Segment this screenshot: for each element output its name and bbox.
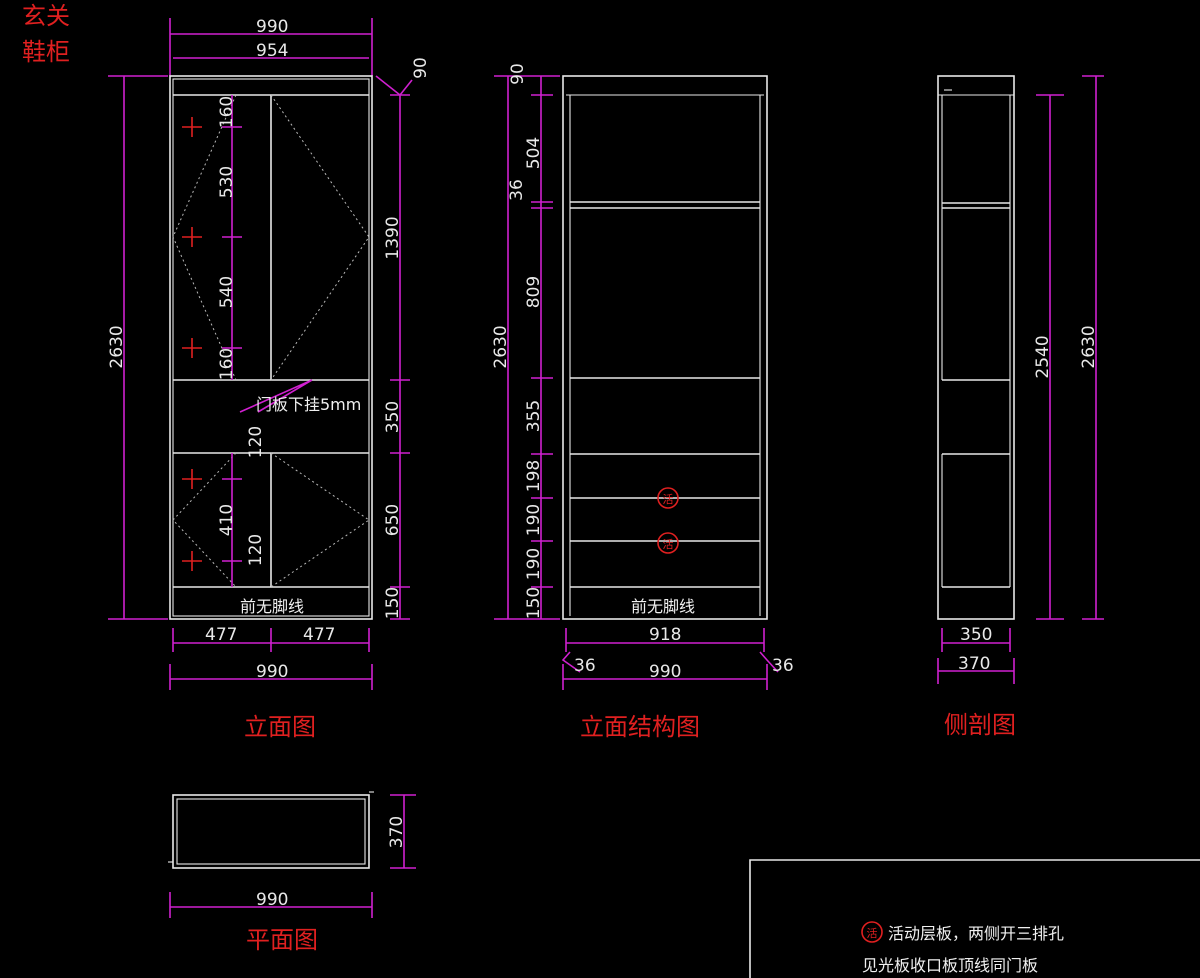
view-label-section: 侧剖图 (944, 711, 1016, 739)
view-label-elevation: 立面图 (244, 713, 316, 741)
dim-hinge-d: 160 (217, 348, 237, 380)
section-depth-inner: 350 (960, 625, 992, 645)
door-note: 门板下挂5mm (256, 395, 361, 414)
dim-hinge-a: 160 (217, 96, 237, 128)
structure-outline (562, 75, 768, 620)
dim-top-offset: 90 (411, 57, 431, 79)
dim-hinge-b: 530 (217, 166, 237, 198)
door-swing-line (172, 452, 237, 588)
structure-side-right: 36 (772, 656, 794, 676)
dim-line (375, 75, 413, 97)
structure-top: 90 (508, 63, 528, 85)
door-swing-line (172, 94, 237, 381)
structure-sec-2: 809 (524, 276, 544, 308)
door-swing-line (270, 94, 370, 381)
section-view: 2540 2630 350 370 侧剖图 (937, 75, 1104, 739)
view-label-structure: 立面结构图 (580, 713, 700, 741)
base-note: 前无脚线 (240, 597, 304, 616)
section-depth-total: 370 (958, 654, 990, 674)
legend-frame (749, 859, 1200, 978)
movable-shelf-marker (657, 532, 679, 554)
movable-mark-2: 活 (663, 538, 674, 551)
section-height-total: 2630 (1079, 325, 1099, 368)
legend-line2: 见光板收口板顶线同门板 (862, 956, 1038, 975)
view-label-plan: 平面图 (246, 926, 318, 954)
structure-sec-4: 198 (524, 460, 544, 492)
legend-box: 活 活动层板，两侧开三排孔 见光板收口板顶线同门板 (749, 859, 1200, 978)
hinge-markers (182, 117, 202, 571)
movable-shelf-marker (657, 487, 679, 509)
dim-hinge-c: 540 (217, 276, 237, 308)
section-outline (937, 75, 1015, 620)
legend-mark-circle (861, 921, 883, 943)
structure-side-left: 36 (574, 656, 596, 676)
dim-lower: 650 (383, 504, 403, 536)
structure-sec-0: 504 (524, 137, 544, 169)
door-note-leader (239, 379, 313, 413)
elevation-view: 990 954 160 530 540 160 (107, 17, 431, 741)
structure-inner-width: 918 (649, 625, 681, 645)
dim-hinge-e: 120 (246, 426, 266, 458)
dim-hinge-f: 410 (217, 504, 237, 536)
structure-view: 活 活 前无脚线 2630 90 504 36 809 355 198 190 … (491, 63, 794, 741)
title-line2: 鞋柜 (22, 38, 70, 66)
plan-depth: 370 (387, 816, 407, 848)
structure-sec-6: 190 (524, 548, 544, 580)
structure-sec-7: 150 (524, 587, 544, 619)
dim-half-left: 477 (205, 625, 237, 645)
dim-bottom-total: 990 (256, 662, 288, 682)
dim-upper: 1390 (383, 216, 403, 259)
plan-inner (176, 798, 366, 865)
title-line1: 玄关 (22, 2, 70, 30)
structure-height-total: 2630 (491, 325, 511, 368)
dim-base: 150 (383, 587, 403, 619)
dim-hinge-g: 120 (246, 534, 266, 566)
legend-mark: 活 (867, 927, 878, 940)
door-swing-line (270, 452, 370, 588)
dim-width-inner: 954 (256, 41, 288, 61)
dim-width-outer: 990 (256, 17, 288, 37)
movable-mark-1: 活 (663, 493, 674, 506)
cabinet-inner-outline (172, 78, 370, 617)
structure-sec-5: 190 (524, 504, 544, 536)
legend-line1: 活动层板，两侧开三排孔 (888, 924, 1064, 943)
plan-view: 370 990 平面图 (168, 791, 416, 954)
plan-width: 990 (256, 890, 288, 910)
structure-outer-width: 990 (649, 662, 681, 682)
dim-height-total: 2630 (107, 325, 127, 368)
section-height-inner: 2540 (1033, 335, 1053, 378)
structure-sec-1: 36 (507, 179, 527, 201)
plan-outline (172, 794, 370, 869)
dim-half-right: 477 (303, 625, 335, 645)
cabinet-outline (169, 75, 373, 620)
dim-mid: 350 (383, 401, 403, 433)
structure-base-note: 前无脚线 (631, 597, 695, 616)
structure-sec-3: 355 (524, 400, 544, 432)
